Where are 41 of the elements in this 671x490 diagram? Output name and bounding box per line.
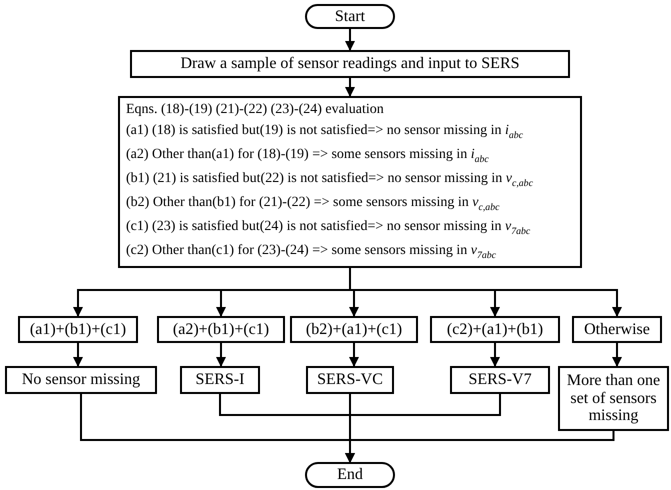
arrow — [216, 343, 226, 367]
arrow — [349, 268, 622, 317]
result-box — [180, 366, 260, 394]
node-label: (c2)+(a1)+(b1) — [446, 320, 544, 338]
condition-text: (c1) (23) is satisfied but(24) is not satisfied=> no sensor missing in v$_{7abc}$ — [126, 219, 530, 238]
node-label: Otherwise — [584, 320, 650, 338]
condition-box — [430, 316, 560, 343]
condition-text: (b1) (21) is satisfied but(22) is not satisfied=> no sensor missing in v$_{c,abc}$ — [126, 171, 533, 190]
node-label: SERS-I — [196, 371, 244, 389]
node-label: (a2)+(b1)+(c1) — [172, 320, 270, 338]
arrow — [349, 343, 359, 367]
node-label: No sensor missing — [22, 371, 140, 389]
arrow — [345, 29, 355, 51]
condition-box — [157, 316, 285, 343]
result-box — [558, 366, 669, 431]
box-heading: Eqns. (18)-(19) (21)-(22) (23)-(24) evaluation — [126, 102, 384, 118]
process-box — [118, 96, 582, 268]
node-label: Start — [334, 8, 366, 26]
result-box — [306, 366, 394, 394]
condition-text: (a1) (18) is satisfied but(19) is not satisfied=> no sensor missing in i$_{abc}$ — [126, 122, 524, 142]
arrow — [612, 343, 622, 367]
node-label: SERS-VC — [317, 371, 383, 389]
result-box — [5, 366, 157, 394]
node-label: More than one set of sensors missing — [566, 372, 662, 425]
arrow — [345, 78, 355, 97]
condition-text: (b2) Other than(b1) for (21)-(22) => some sensors missing in v$_{c,abc}$ — [126, 195, 500, 214]
process-box — [130, 50, 570, 78]
node-label: SERS-V7 — [468, 371, 532, 389]
result-box — [450, 366, 550, 394]
arrow — [73, 343, 83, 367]
condition-box — [572, 316, 662, 343]
condition-box — [290, 316, 418, 343]
node-label: (a1)+(b1)+(c1) — [30, 320, 126, 338]
condition-box — [18, 316, 138, 343]
condition-text: (a2) Other than(a1) for (18)-(19) => some sensors missing in i$_{abc}$ — [126, 147, 489, 166]
node-label: End — [337, 466, 363, 484]
condition-text: (c2) Other than(c1) for (23)-(24) => some sensors missing in v$_{7abc}$ — [126, 243, 496, 262]
node-label: Draw a sample of sensor readings and input to SERS — [180, 55, 520, 73]
arrow — [345, 431, 614, 463]
node-label: (b2)+(a1)+(c1) — [306, 320, 402, 338]
arrow — [490, 343, 500, 367]
